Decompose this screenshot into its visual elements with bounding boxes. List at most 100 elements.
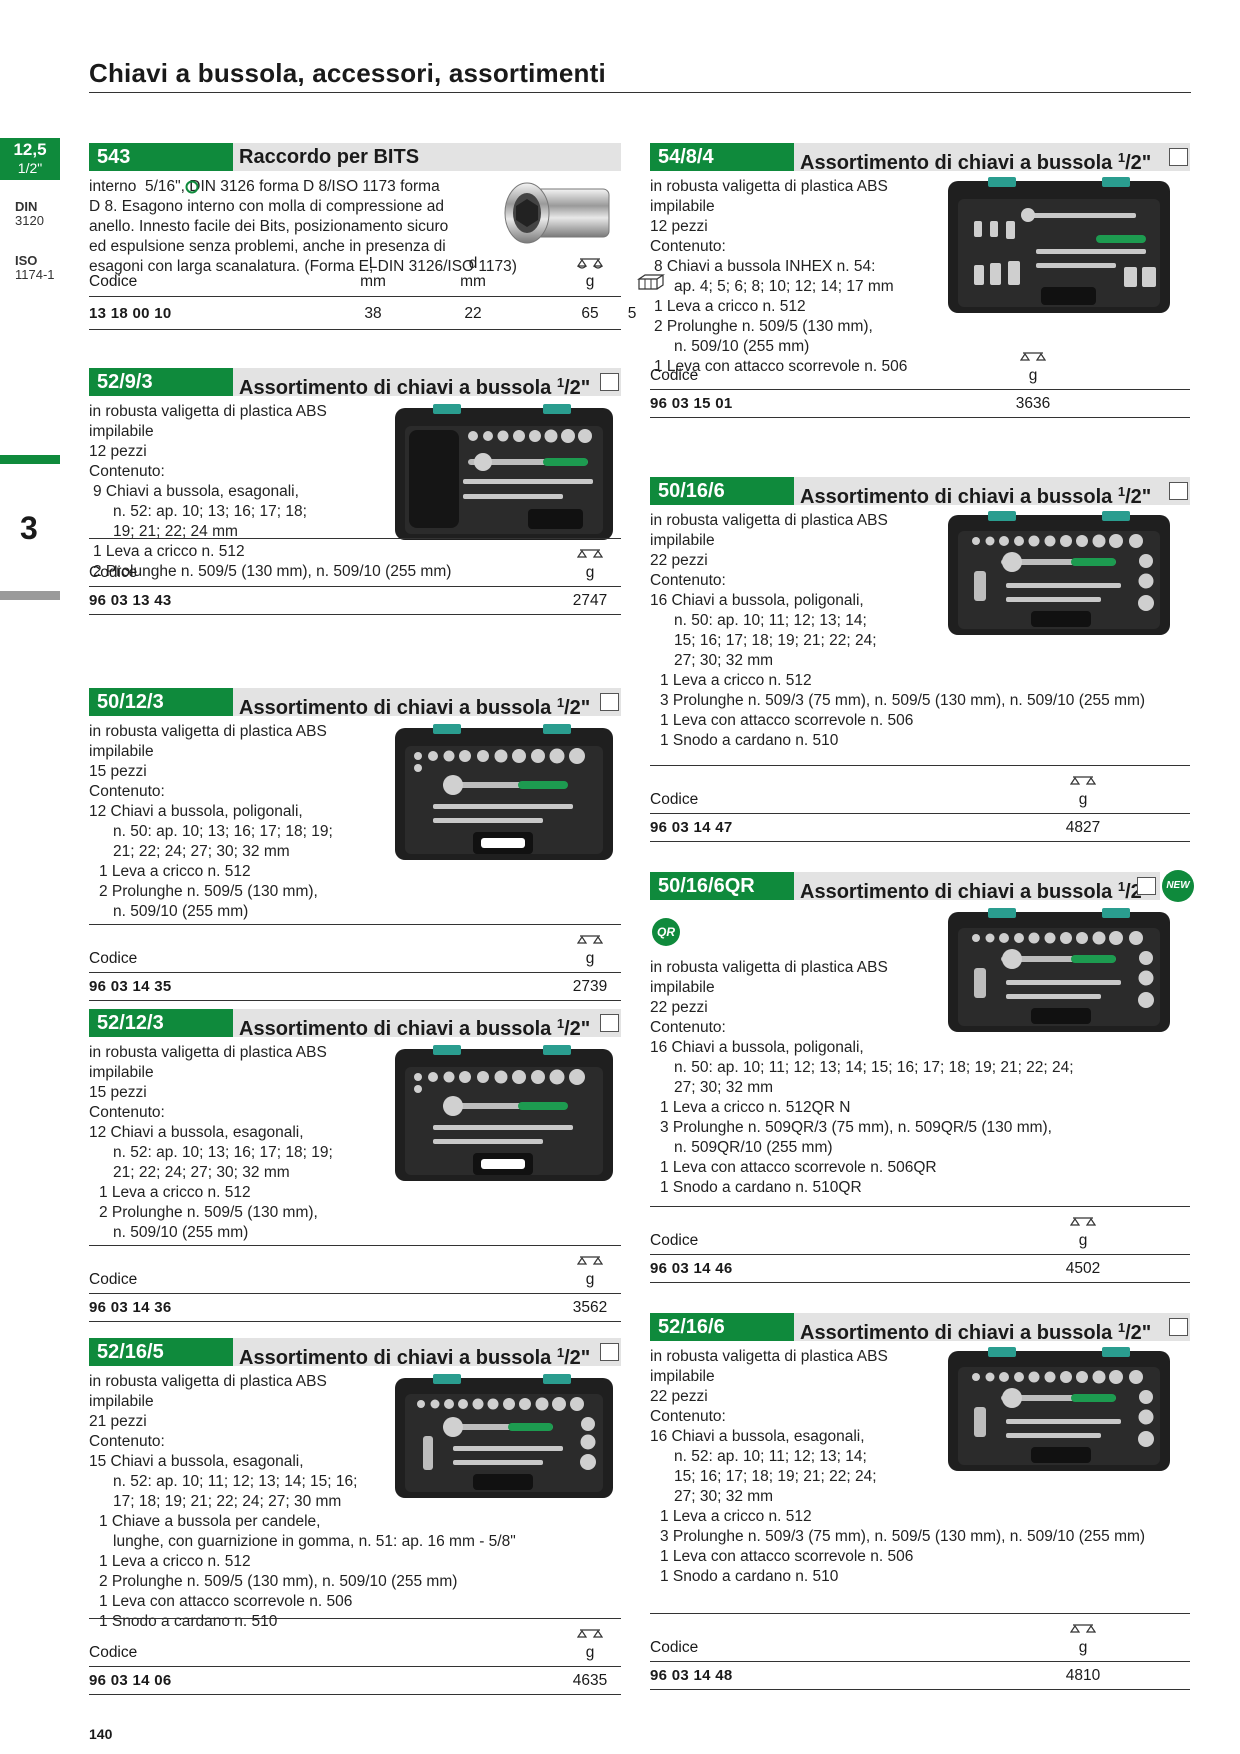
content-item: 16 Chiavi a bussola, esagonali, [650,1428,865,1445]
table-bottom-rule [650,417,1190,418]
size-tab: 12,5 1/2" [0,138,60,180]
table-divider [89,296,621,297]
value-weight: 65 [581,305,599,322]
desc-case: in robusta valigetta di plastica ABS [650,512,888,529]
article-title: Raccordo per BITS [239,146,420,168]
order-checkbox[interactable] [1137,877,1156,895]
title-frac-den: /2" [564,697,591,719]
title-text: Assortimento di chiavi a bussola [800,486,1118,508]
weight-icon [577,935,603,944]
content-item: n. 52: ap. 10; 13; 16; 17; 18; 19; [113,1144,333,1161]
content-item: 12 Chiavi a bussola, esagonali, [89,1124,304,1141]
table-divider [89,1666,621,1667]
content-item: 1 Snodo a cardano n. 510 [660,1568,839,1585]
col-unit-g: g [585,1644,595,1661]
article-description: in robusta valigetta di plastica ABS imp… [650,511,1145,751]
content-item: 21; 22; 24; 27; 30; 32 mm [113,1164,290,1181]
title-frac-num: 1 [556,1345,565,1360]
article-table: Codice g 96 03 14 46 4502 [650,1206,1190,1296]
col-unit-mm: mm [460,273,486,290]
weight-icon [577,1629,603,1638]
order-checkbox[interactable] [1169,1318,1188,1336]
content-item: 2 Prolunghe n. 509/5 (130 mm), n. 509/10… [93,563,452,580]
order-checkbox[interactable] [600,693,619,711]
content-item: n. 52: ap. 10; 11; 12; 13; 14; [674,1448,867,1465]
content-item: 12 Chiavi a bussola, poligonali, [89,803,303,820]
desc-pieces: 12 pezzi [650,218,708,235]
order-code: 96 03 14 36 [89,1299,172,1316]
order-checkbox[interactable] [600,1343,619,1361]
title-text: Assortimento di chiavi a bussola [800,881,1118,903]
tool-case-image [948,511,1170,635]
weight-icon [1070,776,1096,785]
order-code: 96 03 14 46 [650,1260,733,1277]
article-title: Assortimento di chiavi a bussola 1/2" [239,1338,590,1369]
article-title: Assortimento di chiavi a bussola 1/2" [800,872,1151,903]
desc-pieces: 22 pezzi [650,552,708,569]
title-frac-num: 1 [556,1016,565,1031]
desc-case: in robusta valigetta di plastica ABS [650,178,888,195]
content-item: 1 Snodo a cardano n. 510 [660,732,839,749]
content-item: ap. 4; 5; 6; 8; 10; 12; 14; 17 mm [674,278,894,295]
content-item: n. 509/10 (255 mm) [674,338,810,355]
bit-adapter-image [504,182,610,244]
order-checkbox[interactable] [600,373,619,391]
col-unit-mm: mm [360,273,386,290]
section-50-12-3: 50/12/3 Assortimento di chiavi a bussola… [89,688,621,1001]
article-code: 52/12/3 [89,1009,233,1037]
title-text: Assortimento di chiavi a bussola [239,1347,557,1369]
order-code: 96 03 14 35 [89,978,172,995]
order-checkbox[interactable] [1169,148,1188,166]
table-bottom-rule [650,841,1190,842]
desc-content-label: Contenuto: [89,463,165,480]
article-title: Assortimento di chiavi a bussola 1/2" [800,1313,1151,1344]
content-item: 1 Snodo a cardano n. 510QR [660,1179,862,1196]
desc-pieces: 22 pezzi [650,999,708,1016]
content-item: n. 509QR/10 (255 mm) [674,1139,833,1156]
desc-stack: impilabile [650,979,715,996]
content-item: 1 Leva con attacco scorrevole n. 506 [99,1593,353,1610]
title-frac-den: /2" [564,1018,591,1040]
title-text: Assortimento di chiavi a bussola [239,1018,557,1040]
content-item: 2 Prolunghe n. 509/5 (130 mm), n. 509/10… [99,1573,458,1590]
section-52-12-3: 52/12/3 Assortimento di chiavi a bussola… [89,1009,621,1322]
desc-content-label: Contenuto: [89,1433,165,1450]
desc-case: in robusta valigetta di plastica ABS [89,723,327,740]
weight-icon [577,549,603,558]
section-50-16-6qr: 50/16/6QR Assortimento di chiavi a busso… [650,870,1194,1283]
content-item: 15; 16; 17; 18; 19; 21; 22; 24; [674,1468,877,1485]
content-item: n. 509/10 (255 mm) [113,903,249,920]
content-item: 2 Prolunghe n. 509/5 (130 mm), [654,318,873,335]
order-checkbox[interactable] [1169,482,1188,500]
value-d: 22 [464,305,482,322]
title-text: Assortimento di chiavi a bussola [239,697,557,719]
col-header-d: d [468,255,478,272]
table-top-rule [89,924,621,925]
article-code: 52/16/6 [650,1313,794,1341]
din-value: 3120 [15,213,44,228]
weight-icon [1070,1624,1096,1633]
desc-stack: impilabile [89,743,154,760]
col-unit-g: g [585,273,595,290]
table-top-rule [650,765,1190,766]
content-item: 1 Leva a cricco n. 512QR N [660,1099,851,1116]
value-weight: 4810 [1065,1667,1101,1684]
desc-line: ed espulsione senza problemi, anche in p… [89,238,446,255]
weight-icon [577,1256,603,1265]
order-checkbox[interactable] [600,1014,619,1032]
desc-line: anello. Innesto facile dei Bits, posizio… [89,218,449,235]
col-header-codice: Codice [650,791,699,808]
article-code: 54/8/4 [650,143,794,171]
desc-case: in robusta valigetta di plastica ABS [89,1044,327,1061]
content-item: n. 509/10 (255 mm) [113,1224,249,1241]
title-frac-den: /2" [564,377,591,399]
article-table: Codice g 96 03 13 43 2747 [89,538,621,628]
article-title: Assortimento di chiavi a bussola 1/2" [800,143,1151,174]
value-L: 38 [364,305,382,322]
content-item: 1 Leva con attacco scorrevole n. 506 [660,712,914,729]
col-unit-g: g [585,564,595,581]
content-item: 17; 18; 19; 21; 22; 24; 27; 30 mm [113,1493,342,1510]
table-divider [650,1661,1190,1662]
tool-case-image [948,908,1170,1032]
value-pack: 5 [627,305,637,322]
